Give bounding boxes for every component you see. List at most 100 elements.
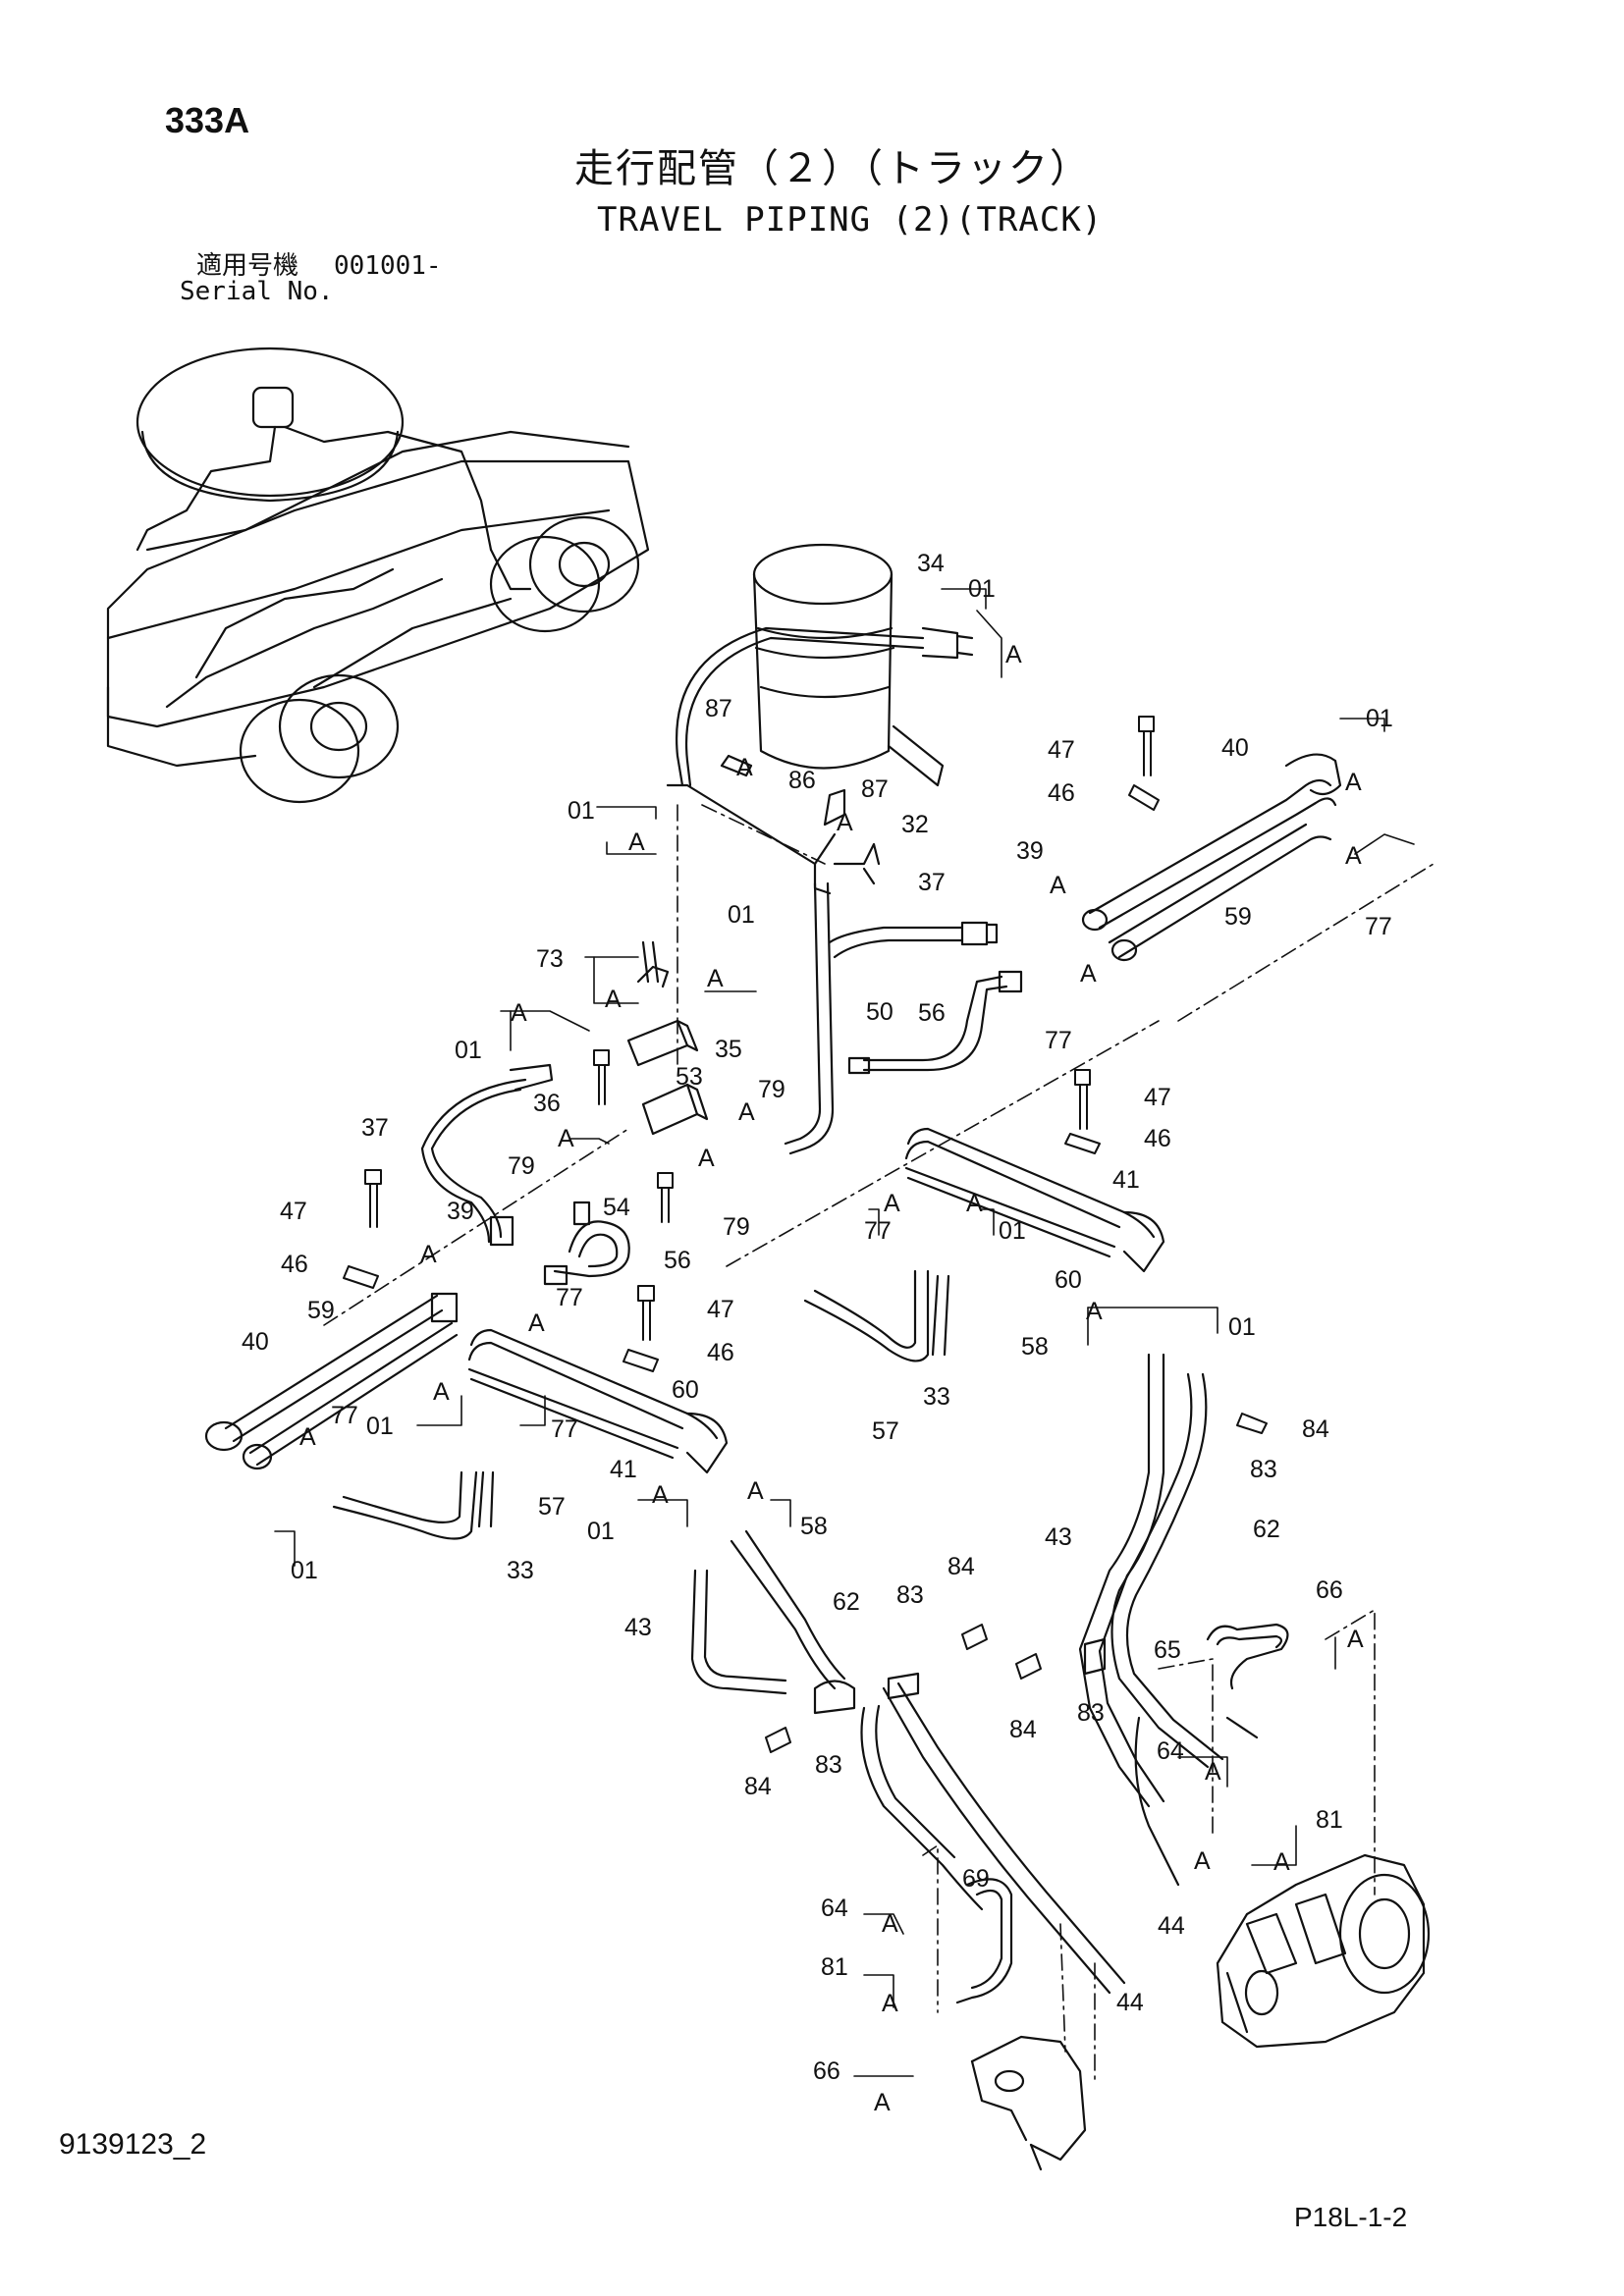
callout-label: 47: [707, 1296, 734, 1323]
callout-label: A: [1273, 1848, 1290, 1876]
callout-label: 77: [1365, 913, 1392, 940]
callout-label: 33: [923, 1383, 950, 1411]
callout-label: A: [628, 828, 645, 856]
callout-label: 84: [1009, 1716, 1037, 1743]
hoses-43-62: [690, 1353, 1259, 1995]
callout-label: 01: [366, 1413, 394, 1440]
callout-label: 66: [813, 2057, 840, 2085]
callout-label: 01: [455, 1037, 482, 1064]
callout-label: 46: [1144, 1125, 1171, 1152]
callout-label: 43: [624, 1614, 652, 1641]
callout-label: 43: [1045, 1523, 1072, 1551]
callout-label: 41: [1112, 1166, 1140, 1194]
callout-label: A: [511, 999, 527, 1027]
callout-label: A: [1080, 960, 1097, 988]
callout-label: 47: [1048, 736, 1075, 764]
travel-motor-right: [1216, 1853, 1431, 2049]
callout-labels: 34 01 A 87 A 86 87 A 32 01 A 47 46 40 01…: [242, 550, 1393, 2116]
callout-label: A: [1347, 1626, 1364, 1653]
pipes-40-59-upper: [1081, 753, 1342, 962]
callout-label: 87: [861, 775, 889, 803]
callout-label: 60: [672, 1376, 699, 1404]
callout-label: 47: [1144, 1084, 1171, 1111]
hose-37-left: [420, 1063, 554, 1247]
callout-label: 86: [788, 767, 816, 794]
callout-label: A: [1086, 1298, 1103, 1325]
callout-label: 54: [603, 1194, 630, 1221]
callout-label: 81: [821, 1953, 848, 1981]
callout-label: 01: [587, 1518, 615, 1545]
callout-label: A: [736, 754, 753, 781]
hoses-65-69: [955, 1623, 1289, 2004]
callout-label: A: [1050, 872, 1066, 899]
callout-label: 77: [551, 1415, 578, 1443]
callout-label: 32: [901, 811, 929, 838]
title-english: TRAVEL PIPING (2)(TRACK): [597, 200, 1104, 240]
callout-label: 01: [568, 797, 595, 825]
callout-label: 01: [728, 901, 755, 929]
hose-56: [543, 1201, 630, 1286]
callout-label: 44: [1116, 1989, 1144, 2016]
reference-lines: [323, 804, 1435, 2082]
pipes-41-60-right: [904, 1127, 1165, 1273]
callout-label: 50: [866, 998, 893, 1026]
callout-label: 40: [1221, 734, 1249, 762]
callout-label: 44: [1158, 1912, 1185, 1940]
callout-label: 37: [918, 869, 946, 896]
callout-label: 84: [744, 1773, 772, 1800]
callout-label: A: [558, 1125, 574, 1152]
callout-label: 64: [821, 1895, 848, 1922]
overview-illustration: [106, 347, 650, 804]
callout-label: A: [1345, 769, 1362, 796]
callout-label: 60: [1055, 1266, 1082, 1294]
fittings: [343, 716, 1268, 1753]
hydraulic-tank: [752, 543, 895, 770]
callout-label: A: [1345, 842, 1362, 870]
pipes-41-60-left: [467, 1328, 729, 1474]
callout-label: 41: [610, 1456, 637, 1483]
title-japanese: 走行配管（２）（トラック）: [574, 146, 1091, 191]
callout-label: 36: [533, 1090, 561, 1117]
callout-label: 83: [896, 1581, 924, 1609]
valve-blocks: [626, 940, 709, 1136]
callout-label: A: [738, 1098, 755, 1126]
callout-label: 56: [918, 999, 946, 1027]
serial-label-english: Serial No.: [180, 277, 334, 306]
document-code: 9139123_2: [59, 2128, 207, 2161]
callout-label: 58: [800, 1513, 828, 1540]
callout-label: 46: [1048, 779, 1075, 807]
callout-label: 81: [1316, 1806, 1343, 1834]
callout-label: 69: [962, 1865, 990, 1893]
callout-label: A: [747, 1477, 764, 1505]
callout-label: 84: [1302, 1415, 1329, 1443]
callout-label: 62: [833, 1588, 860, 1616]
callout-label: A: [874, 2089, 891, 2116]
callout-label: 79: [723, 1213, 750, 1241]
serial-label-japanese: 適用号機: [196, 251, 299, 281]
callout-label: A: [698, 1145, 715, 1172]
callout-label: 47: [280, 1198, 307, 1225]
callout-label: 77: [556, 1284, 583, 1311]
callout-label: 83: [815, 1751, 842, 1779]
callout-label: 33: [507, 1557, 534, 1584]
bracket-leaders: [274, 588, 1415, 2077]
hoses-57-33: [332, 1269, 950, 1540]
callout-label: A: [837, 809, 853, 836]
callout-label: 77: [331, 1402, 358, 1429]
callout-label: A: [1005, 641, 1022, 668]
callout-label: 79: [508, 1152, 535, 1180]
callout-label: 39: [447, 1198, 474, 1225]
callout-label: 58: [1021, 1333, 1049, 1361]
callout-label: 46: [707, 1339, 734, 1366]
callout-label: 56: [664, 1247, 691, 1274]
callout-label: 53: [676, 1063, 703, 1091]
callout-label: 01: [999, 1217, 1026, 1245]
callout-label: 77: [1045, 1027, 1072, 1054]
callout-label: 84: [947, 1553, 975, 1580]
callout-label: 83: [1077, 1699, 1105, 1727]
callout-label: 57: [872, 1417, 899, 1445]
callout-label: A: [1205, 1758, 1221, 1786]
upper-piping: [666, 626, 974, 895]
pipe-50-37: [784, 881, 1023, 1155]
